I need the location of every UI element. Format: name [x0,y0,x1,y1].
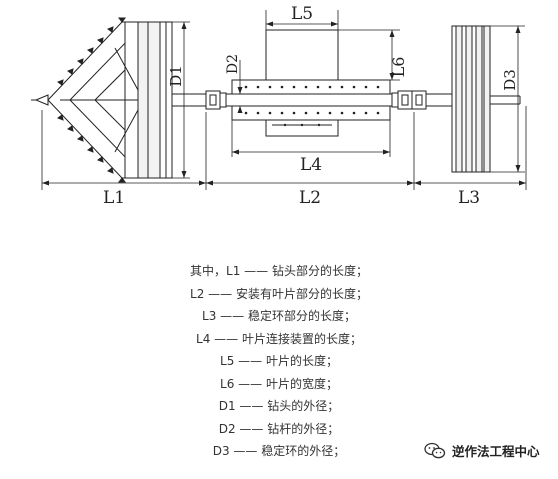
drill-bit-head [47,17,173,183]
label-l4: L4 [300,155,322,175]
dimension-arrows [42,21,526,186]
drill-diagram: L1 L2 L3 L4 L5 L6 D1 D2 D3 [31,4,527,208]
drill-tip [31,94,49,106]
legend-item: 其中，L1 —— 钻头部分的长度； [190,264,368,278]
coupling-right [391,90,427,110]
legend-item: L5 —— 叶片的长度； [220,354,338,368]
label-l6: L6 [389,57,408,78]
blade-section [231,29,391,137]
label-d1: D1 [167,65,185,87]
legend-item: D1 —— 钻头的外径； [218,399,340,413]
blade-bolts [244,85,380,127]
label-d3: D3 [501,69,519,91]
label-d2: D2 [225,54,241,74]
dimension-lines [41,10,527,190]
legend-item: L3 —— 稳定环部分的长度； [202,309,356,323]
label-l1: L1 [103,188,125,208]
label-l5: L5 [291,4,313,24]
coupling-left [205,90,227,110]
watermark: 逆作法工程中心 [424,441,540,460]
watermark-text: 逆作法工程中心 [452,444,540,459]
legend-item: L4 —— 叶片连接装置的长度； [196,331,362,346]
legend: 其中，L1 —— 钻头部分的长度； L2 —— 安装有叶片部分的长度； L3 —… [0,260,558,463]
legend-item: L6 —— 叶片的宽度； [220,376,338,391]
wechat-bubble-icon [424,442,446,458]
label-l2: L2 [299,188,321,208]
stabilizer-ring [451,25,491,173]
legend-item: L2 —— 安装有叶片部分的长度； [190,286,368,301]
legend-item: D3 —— 稳定环的外径； [212,444,346,458]
legend-item: D2 —— 钻杆的外径； [218,421,340,436]
label-l3: L3 [458,188,480,208]
